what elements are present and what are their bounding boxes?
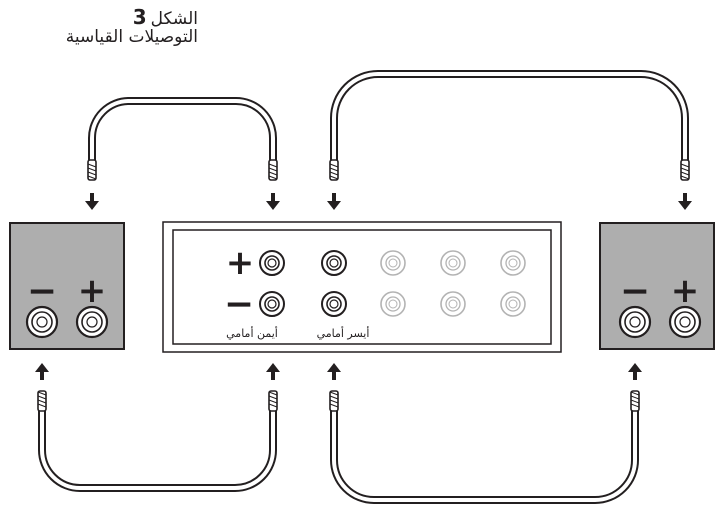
figure-title: الشكل3: [8, 5, 198, 29]
figure-subtitle: التوصيلات القياسية: [65, 27, 198, 47]
right-front-label: أيمن أمامي: [226, 326, 278, 340]
arrow-down-icon: [678, 193, 692, 210]
wire-bottom-left: [37, 390, 278, 492]
arrow-up-icon: [35, 363, 49, 380]
jack-right-plus: [259, 250, 285, 276]
wire-bottom-right: [329, 390, 640, 504]
arrow-up-icon: [266, 363, 280, 380]
panel-minus-symbol: −: [224, 284, 254, 325]
jack-unused: [440, 250, 466, 276]
left-speaker-minus: −: [27, 271, 57, 312]
right-speaker: − +: [599, 222, 715, 350]
wire-top-left: [87, 97, 278, 181]
left-front-label: أيسر أمامي: [317, 326, 370, 340]
jack-right-minus: [259, 291, 285, 317]
arrow-up-icon: [628, 363, 642, 380]
right-speaker-plus-terminal: [668, 305, 702, 339]
jack-unused: [500, 250, 526, 276]
jack-unused: [500, 291, 526, 317]
arrow-down-icon: [327, 193, 341, 210]
right-speaker-minus-terminal: [618, 305, 652, 339]
right-speaker-minus: −: [620, 271, 650, 312]
receiver-panel: + − أيمن أمامي أيسر أمامي: [162, 221, 562, 353]
jack-left-minus: [321, 291, 347, 317]
left-speaker-plus: +: [78, 271, 107, 311]
jack-unused: [440, 291, 466, 317]
jack-left-plus: [321, 250, 347, 276]
left-speaker: − +: [9, 222, 125, 350]
arrow-down-icon: [266, 193, 280, 210]
jack-unused: [380, 291, 406, 317]
left-speaker-plus-terminal: [75, 305, 109, 339]
arrow-down-icon: [85, 193, 99, 210]
panel-plus-symbol: +: [226, 243, 255, 283]
jack-unused: [380, 250, 406, 276]
wire-top-right: [329, 70, 690, 181]
left-speaker-minus-terminal: [25, 305, 59, 339]
figure-number: 3: [132, 5, 147, 29]
right-speaker-plus: +: [671, 271, 700, 311]
figure-label: الشكل: [150, 9, 198, 29]
figure-caption: الشكل3 التوصيلات القياسية: [8, 5, 198, 47]
arrow-up-icon: [327, 363, 341, 380]
